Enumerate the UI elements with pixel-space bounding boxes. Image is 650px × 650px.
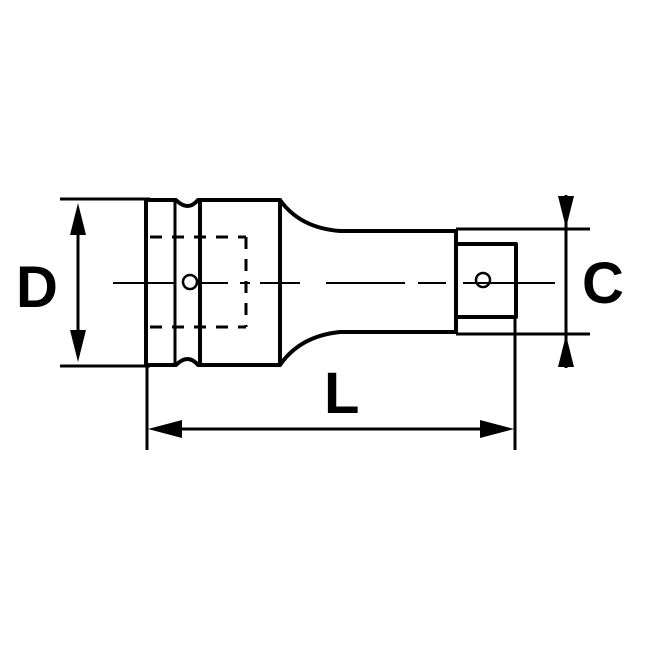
dimension-label-c: C [582,251,624,316]
c-dimension-arrow [558,195,574,368]
square-drive [454,242,518,319]
c-extension-lines [456,227,590,336]
dimension-label-l: L [324,361,359,426]
d-extension-lines [60,197,150,368]
socket-ball-hole [181,273,199,291]
l-extension-lines [145,318,517,450]
dimension-label-d: D [16,255,58,320]
d-dimension-arrow [70,203,86,362]
l-dimension-arrow [148,420,514,438]
